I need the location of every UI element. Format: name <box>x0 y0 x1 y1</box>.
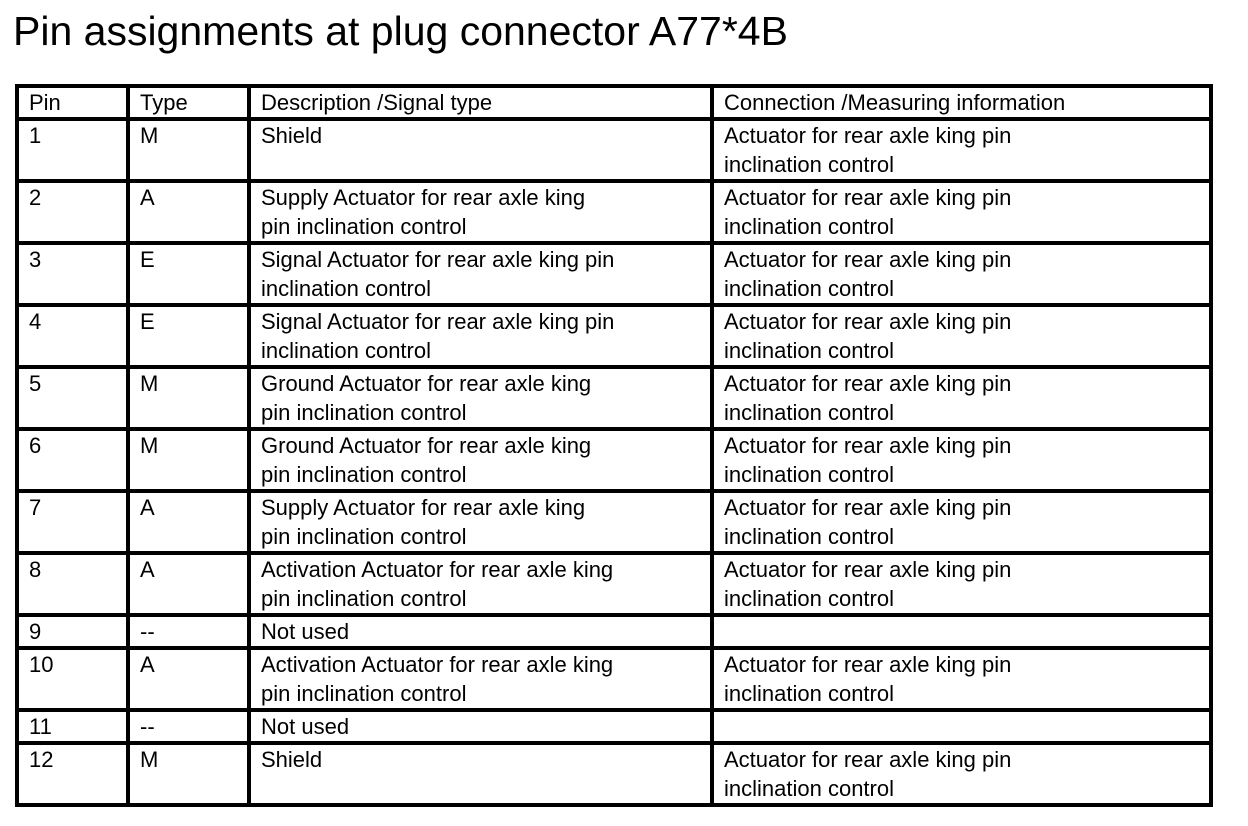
type-cell: -- <box>126 708 251 745</box>
pin-cell: 9 <box>15 613 130 650</box>
pin-cell: 11 <box>15 708 130 745</box>
table-row: 11 -- Not used <box>15 708 1213 745</box>
table-row: 6 M Ground Actuator for rear axle king p… <box>15 427 1213 493</box>
description-cell: Signal Actuator for rear axle king pin i… <box>247 303 714 369</box>
table-row: 4 E Signal Actuator for rear axle king p… <box>15 303 1213 369</box>
table-row: 10 A Activation Actuator for rear axle k… <box>15 646 1213 712</box>
type-cell: M <box>126 427 251 493</box>
table-row: 12 M Shield Actuator for rear axle king … <box>15 741 1213 807</box>
connection-cell: Actuator for rear axle king pin inclinat… <box>710 741 1213 807</box>
pin-cell: 5 <box>15 365 130 431</box>
pin-cell: 3 <box>15 241 130 307</box>
type-cell: M <box>126 117 251 183</box>
description-cell: Ground Actuator for rear axle king pin i… <box>247 365 714 431</box>
col-header-pin: Pin <box>15 84 130 121</box>
description-cell: Supply Actuator for rear axle king pin i… <box>247 489 714 555</box>
pin-cell: 12 <box>15 741 130 807</box>
description-cell: Activation Actuator for rear axle king p… <box>247 551 714 617</box>
pin-cell: 8 <box>15 551 130 617</box>
table-row: 1 M Shield Actuator for rear axle king p… <box>15 117 1213 183</box>
pin-cell: 7 <box>15 489 130 555</box>
type-cell: -- <box>126 613 251 650</box>
type-cell: M <box>126 741 251 807</box>
connection-cell: Actuator for rear axle king pin inclinat… <box>710 551 1213 617</box>
connection-cell: Actuator for rear axle king pin inclinat… <box>710 303 1213 369</box>
description-cell: Activation Actuator for rear axle king p… <box>247 646 714 712</box>
connection-cell: Actuator for rear axle king pin inclinat… <box>710 427 1213 493</box>
page-title: Pin assignments at plug connector A77*4B <box>13 8 788 54</box>
table-row: 2 A Supply Actuator for rear axle king p… <box>15 179 1213 245</box>
connection-cell: Actuator for rear axle king pin inclinat… <box>710 646 1213 712</box>
description-cell: Not used <box>247 708 714 745</box>
pin-cell: 1 <box>15 117 130 183</box>
col-header-type: Type <box>126 84 251 121</box>
table-row: 9 -- Not used <box>15 613 1213 650</box>
pin-cell: 2 <box>15 179 130 245</box>
connection-cell <box>710 613 1213 650</box>
description-cell: Shield <box>247 117 714 183</box>
description-cell: Supply Actuator for rear axle king pin i… <box>247 179 714 245</box>
type-cell: A <box>126 179 251 245</box>
table-row: 3 E Signal Actuator for rear axle king p… <box>15 241 1213 307</box>
connection-cell: Actuator for rear axle king pin inclinat… <box>710 489 1213 555</box>
connection-cell: Actuator for rear axle king pin inclinat… <box>710 241 1213 307</box>
connection-cell: Actuator for rear axle king pin inclinat… <box>710 365 1213 431</box>
type-cell: A <box>126 551 251 617</box>
type-cell: A <box>126 489 251 555</box>
connection-cell: Actuator for rear axle king pin inclinat… <box>710 117 1213 183</box>
table-row: 5 M Ground Actuator for rear axle king p… <box>15 365 1213 431</box>
col-header-description: Description /Signal type <box>247 84 714 121</box>
type-cell: A <box>126 646 251 712</box>
table-header-row: Pin Type Description /Signal type Connec… <box>15 84 1213 121</box>
pin-assignment-table: Pin Type Description /Signal type Connec… <box>15 84 1213 807</box>
type-cell: E <box>126 303 251 369</box>
description-cell: Shield <box>247 741 714 807</box>
connection-cell <box>710 708 1213 745</box>
pin-cell: 10 <box>15 646 130 712</box>
description-cell: Signal Actuator for rear axle king pin i… <box>247 241 714 307</box>
description-cell: Not used <box>247 613 714 650</box>
col-header-connection: Connection /Measuring information <box>710 84 1213 121</box>
type-cell: M <box>126 365 251 431</box>
type-cell: E <box>126 241 251 307</box>
table-row: 7 A Supply Actuator for rear axle king p… <box>15 489 1213 555</box>
connection-cell: Actuator for rear axle king pin inclinat… <box>710 179 1213 245</box>
pin-cell: 6 <box>15 427 130 493</box>
pin-cell: 4 <box>15 303 130 369</box>
table-row: 8 A Activation Actuator for rear axle ki… <box>15 551 1213 617</box>
description-cell: Ground Actuator for rear axle king pin i… <box>247 427 714 493</box>
